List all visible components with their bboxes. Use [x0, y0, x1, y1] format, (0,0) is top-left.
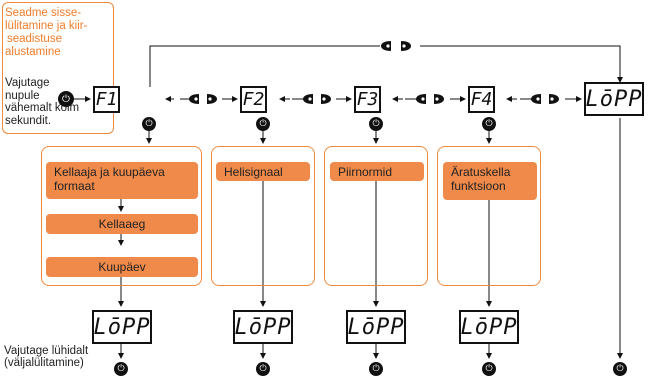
left-arrow-button-icon[interactable]: [530, 93, 542, 105]
power-icon[interactable]: ⏻: [369, 117, 383, 131]
power-icon[interactable]: ⏻: [114, 362, 128, 376]
power-icon[interactable]: ⏻: [256, 117, 270, 131]
intro-body-line: Vajutage: [5, 77, 50, 89]
step-time: Kellaaeg: [46, 214, 198, 234]
intro-body-line: sekundit.: [5, 114, 52, 127]
step-date-time-format: Kellaaja ja kuupäeva formaat: [46, 162, 198, 199]
right-arrow-button-icon[interactable]: [320, 93, 332, 105]
power-icon[interactable]: ⏻: [613, 362, 627, 376]
step-limits: Piirnormid: [330, 162, 424, 181]
left-arrow-button-icon[interactable]: [380, 40, 392, 52]
left-arrow-button-icon[interactable]: [188, 93, 200, 105]
right-arrow-button-icon[interactable]: [548, 93, 560, 105]
bottom-note: Vajutage lühidalt (väljalülitamine): [4, 345, 88, 369]
intro-title-line: alustamine: [5, 46, 61, 58]
power-icon[interactable]: ⏻: [58, 91, 74, 107]
display-end-f3: LōPP: [346, 310, 406, 344]
display-f1: F1: [93, 86, 120, 113]
display-end: LōPP: [584, 82, 644, 116]
display-f2: F2: [240, 86, 267, 113]
step-beep-signal: Helisignaal: [216, 162, 310, 181]
power-icon[interactable]: ⏻: [482, 362, 496, 376]
right-arrow-button-icon[interactable]: [400, 40, 412, 52]
group-f2: [211, 146, 315, 286]
group-f4: [437, 146, 541, 286]
step-alarm-function: Äratuskella funktsioon: [443, 162, 537, 200]
intro-title-line: lülitamine ja kiir-: [5, 20, 88, 32]
bottom-note-line: (väljalülitamine): [4, 357, 84, 369]
display-f3: F3: [354, 86, 381, 113]
right-arrow-button-icon[interactable]: [206, 93, 218, 105]
power-icon[interactable]: ⏻: [482, 117, 496, 131]
intro-body-line: nupule: [5, 89, 40, 102]
group-f1: [41, 146, 202, 286]
intro-title-line: seadistuse: [7, 33, 62, 45]
power-icon[interactable]: ⏻: [369, 362, 383, 376]
display-f4: F4: [468, 86, 495, 113]
left-arrow-button-icon[interactable]: [302, 93, 314, 105]
intro-title-line: Seadme sisse-: [5, 7, 82, 19]
power-icon[interactable]: ⏻: [142, 117, 156, 131]
step-date: Kuupäev: [46, 257, 198, 277]
display-end-f4: LōPP: [459, 310, 519, 344]
intro-box: [2, 2, 114, 134]
left-arrow-button-icon[interactable]: [415, 93, 427, 105]
right-arrow-button-icon[interactable]: [433, 93, 445, 105]
power-icon[interactable]: ⏻: [256, 362, 270, 376]
bottom-note-line: Vajutage lühidalt: [4, 345, 89, 357]
intro-instructions: Vajutage nupule vähemalt kolm sekundit.: [5, 77, 79, 127]
display-end-f1: LōPP: [92, 310, 152, 344]
display-end-f2: LōPP: [233, 310, 293, 344]
intro-title: Seadme sisse- lülitamine ja kiir- seadis…: [5, 7, 115, 59]
group-f3: [324, 146, 428, 286]
